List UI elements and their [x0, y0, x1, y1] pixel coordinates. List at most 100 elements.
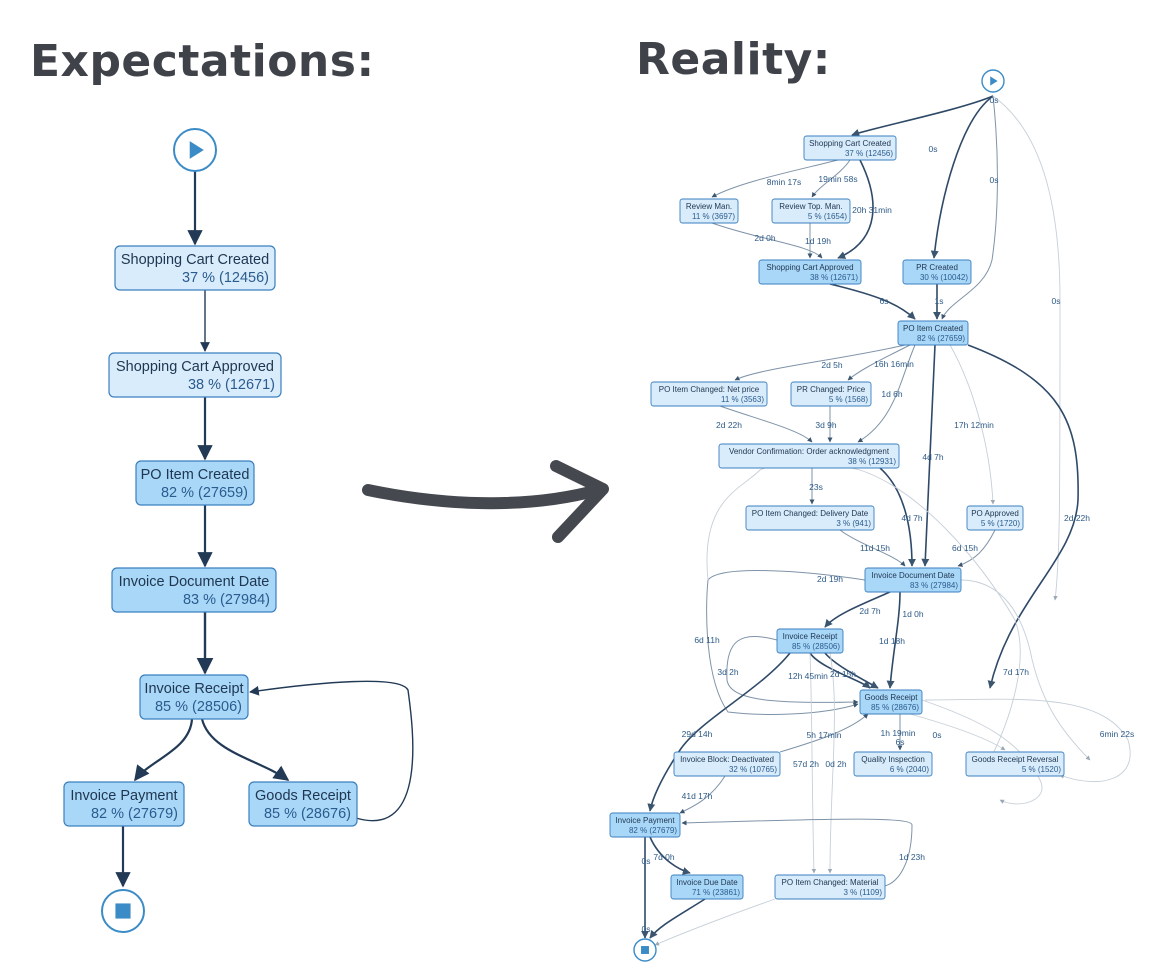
edge-duration-label: 7d 17h	[1003, 667, 1029, 677]
node-label: Goods Receipt	[255, 788, 351, 804]
node-label: Shopping Cart Approved	[766, 263, 853, 272]
node-stat: 37 % (12456)	[182, 270, 269, 286]
node-stat: 32 % (10765)	[729, 765, 777, 774]
reality-start-icon[interactable]	[981, 69, 1005, 93]
edge-duration-label: 20h 31min	[852, 205, 892, 215]
node-box	[771, 198, 851, 224]
edge-duration-label: 2d 22h	[716, 420, 742, 430]
node-box	[114, 245, 276, 291]
node-label: Invoice Document Date	[871, 571, 955, 580]
node-stat: 30 % (10042)	[920, 273, 968, 282]
play-icon	[189, 141, 204, 159]
edge-duration-label: 3d 2h	[717, 667, 739, 677]
edge-duration-label: 0s	[990, 175, 999, 185]
edge-duration-label: 29d 14h	[682, 729, 713, 739]
node-box	[248, 781, 358, 827]
edge-duration-label: 0s	[990, 95, 999, 105]
edge-duration-label: 1h 19min	[881, 728, 916, 738]
reality-edge	[857, 344, 916, 443]
edge-duration-label: 6d 15h	[952, 543, 978, 553]
reality-edge	[957, 529, 996, 567]
expectations-edges	[115, 170, 414, 888]
node-box	[776, 628, 844, 654]
edge-duration-label: 16h 16min	[874, 359, 914, 369]
node-box	[902, 259, 972, 285]
node-rtm[interactable]: Review Top. Man.5 % (1654)	[771, 198, 851, 224]
node-label: PO Item Changed: Delivery Date	[752, 509, 869, 518]
node-label: PO Item Created	[903, 324, 963, 333]
reality-edge	[681, 818, 913, 888]
node-stat: 3 % (1109)	[843, 888, 882, 897]
edge-duration-label: 6d 11h	[694, 635, 720, 645]
edge-duration-label: 0s	[1052, 296, 1061, 306]
node-box	[965, 751, 1065, 777]
reality-edge	[879, 467, 916, 567]
node-stat: 83 % (27984)	[910, 581, 958, 590]
expectations-start-icon[interactable]	[173, 128, 217, 172]
edge-duration-label: 23s	[809, 482, 823, 492]
reality-edge	[930, 95, 994, 259]
reality-edge	[829, 283, 916, 320]
reality-edge	[809, 652, 817, 874]
reality-edge	[726, 635, 859, 705]
node-stat: 37 % (12456)	[845, 149, 893, 158]
reality-edge	[824, 652, 879, 689]
stop-icon	[115, 903, 131, 919]
reality-edge	[706, 570, 866, 715]
expectations-edge	[249, 680, 414, 822]
node-stat: 38 % (12931)	[848, 457, 896, 466]
node-box	[609, 812, 681, 838]
expectations-end-icon[interactable]	[101, 889, 145, 933]
node-label: PO Item Changed: Net price	[659, 385, 760, 394]
reality-edge	[654, 898, 776, 946]
node-vc[interactable]: Vendor Confirmation: Order acknowledgmen…	[718, 443, 900, 469]
reality-edge	[949, 344, 996, 505]
reality-edge	[649, 898, 706, 939]
node-box	[139, 674, 249, 720]
node-box	[853, 751, 933, 777]
reality-edge	[649, 836, 691, 875]
reality-end-icon[interactable]	[633, 938, 657, 962]
node-label: Invoice Receipt	[144, 681, 243, 697]
reality-edge	[711, 222, 823, 259]
reality-edge	[941, 95, 998, 320]
reality-edge	[827, 652, 835, 874]
node-label: Invoice Due Date	[676, 878, 738, 887]
node-stat: 11 % (3563)	[721, 395, 764, 404]
reality-edge	[706, 462, 1021, 761]
node-rm[interactable]: Review Man.11 % (3697)	[679, 198, 739, 224]
node-stat: 3 % (941)	[836, 519, 871, 528]
edge-duration-label: 0d 2h	[825, 759, 847, 769]
node-label: Invoice Payment	[615, 816, 675, 825]
reality-edge	[839, 529, 906, 567]
edge-duration-label: 2d 7h	[859, 606, 881, 616]
node-box	[670, 874, 744, 900]
node-box	[718, 443, 900, 469]
transition-arrow	[362, 460, 609, 543]
